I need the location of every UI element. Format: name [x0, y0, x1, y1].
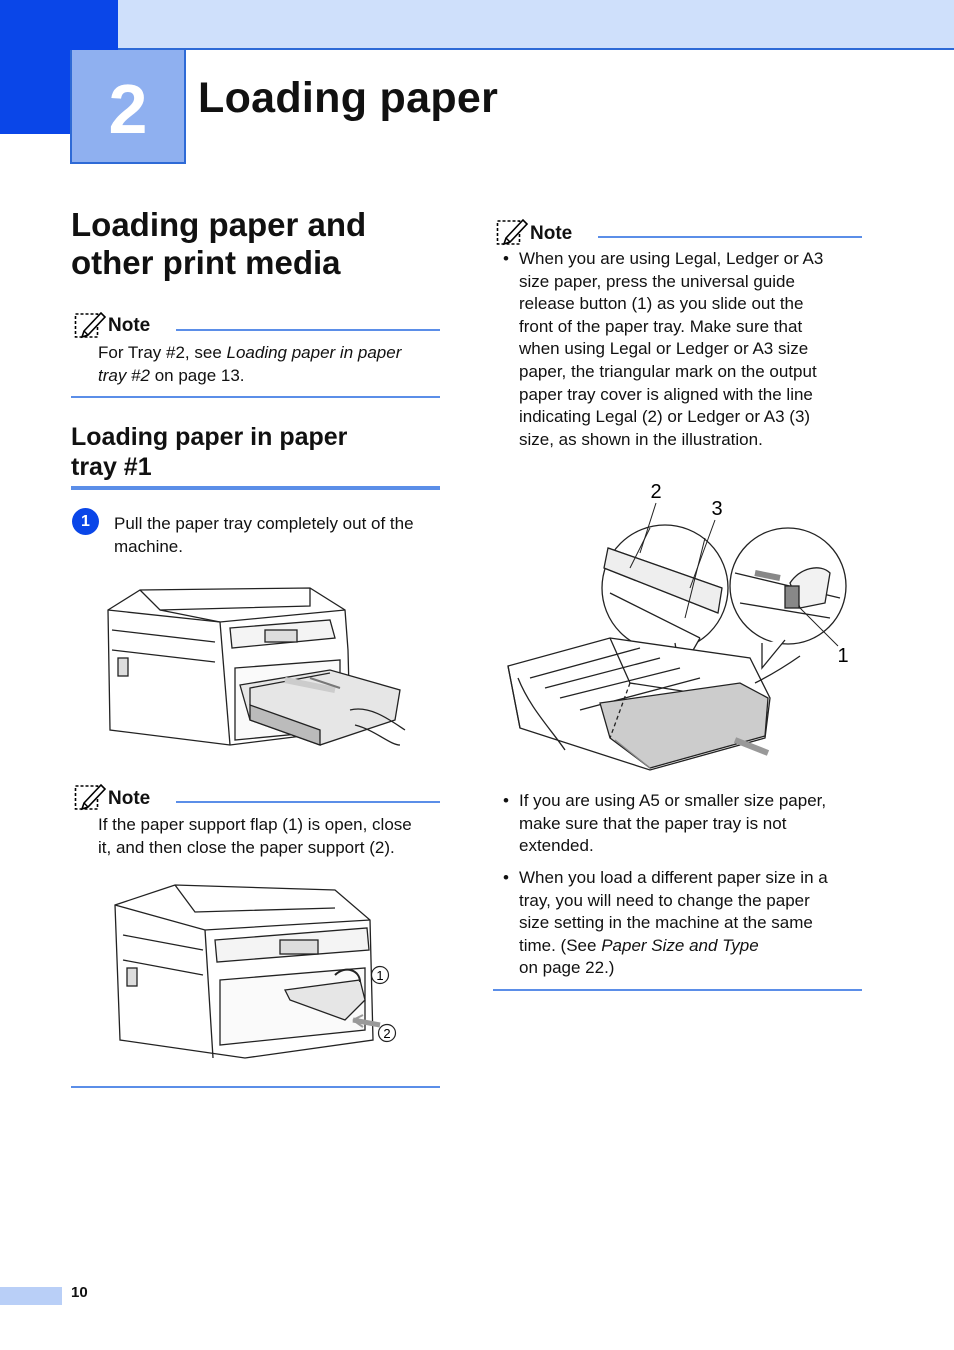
printer-close-support-illustration: 1 2 [114, 884, 397, 1059]
step-text: Pull the paper tray completely out of th… [114, 514, 414, 556]
note-text: If the paper support flap (1) is open, c… [98, 815, 412, 857]
note-pencil-icon [74, 311, 106, 339]
note-end-rule [71, 396, 440, 398]
note-label: Note [108, 788, 151, 809]
printer-pull-tray-illustration [107, 587, 406, 746]
note-label: Note [530, 223, 573, 244]
callout-1: 1 [376, 968, 383, 983]
chapter-number: 2 [70, 50, 186, 164]
paper-tray-extend-illustration: 2 3 1 [507, 481, 849, 771]
note-bullet-2: • If you are using A5 or smaller size pa… [503, 791, 827, 856]
section-title: Loading paper and other print media [71, 206, 367, 281]
note-end-rule [493, 989, 862, 991]
callout-3: 3 [711, 498, 722, 520]
note-rule [176, 801, 440, 803]
note-bullet-1: • When you are using Legal, Ledger or A3… [503, 249, 824, 449]
note-end-rule [71, 1086, 440, 1088]
note-label: Note [108, 315, 151, 336]
note-pencil-icon [496, 218, 528, 246]
callout-2: 2 [383, 1026, 390, 1041]
subsection-rule [71, 486, 440, 490]
callout-1: 1 [837, 645, 848, 667]
subsection-title: Loading paper in paper tray #1 [71, 423, 348, 481]
note-rule [176, 329, 440, 331]
page-tab [0, 1287, 62, 1305]
step-number-badge: 1 [72, 508, 99, 535]
callout-2: 2 [650, 481, 661, 503]
note-rule [598, 236, 862, 238]
note-pencil-icon [74, 783, 106, 811]
note-bullet-3: • When you load a different paper size i… [503, 868, 828, 978]
header-band [118, 0, 954, 50]
note-text: For Tray #2, see Loading paper in paper … [98, 343, 402, 385]
chapter-title: Loading paper [198, 74, 499, 122]
page-number: 10 [71, 1284, 88, 1301]
